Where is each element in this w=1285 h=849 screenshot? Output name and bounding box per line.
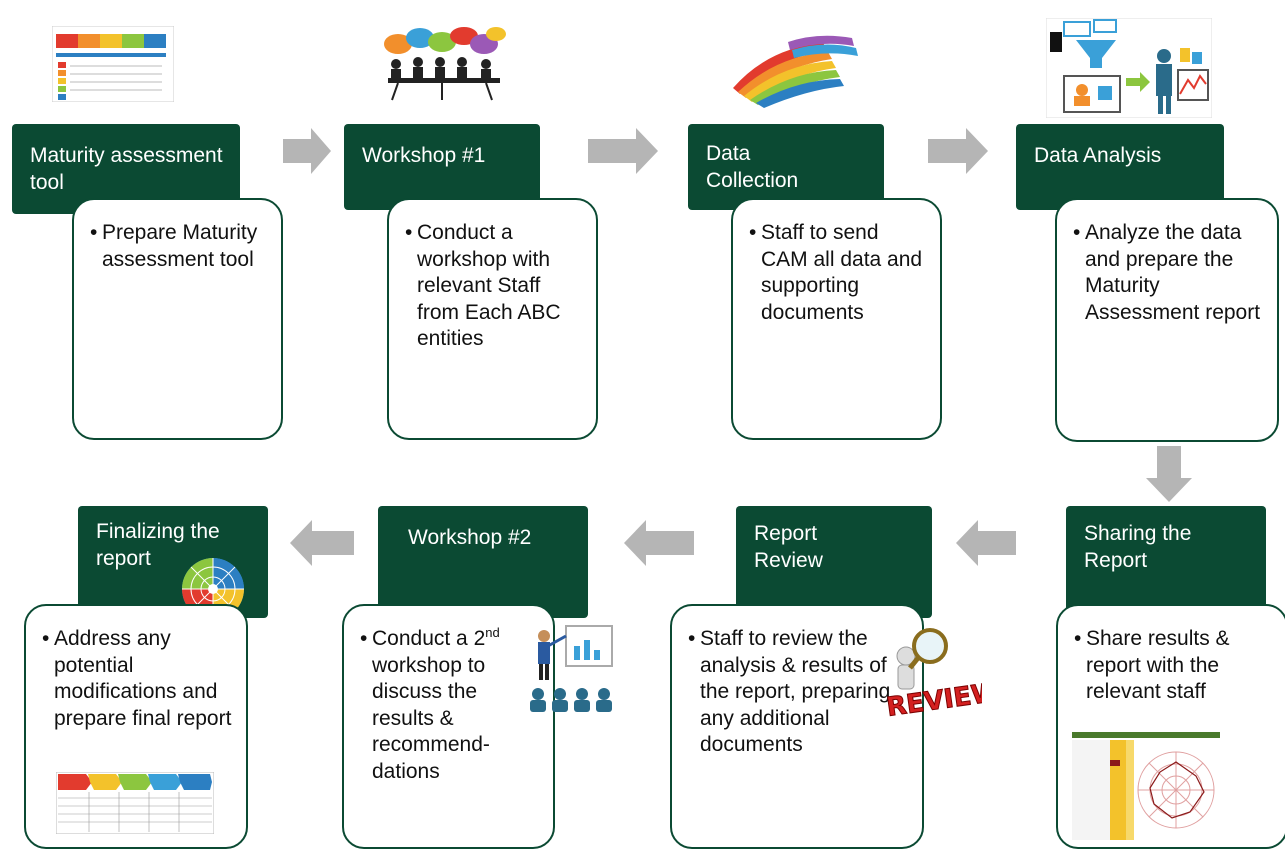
flow-arrow-left (290, 520, 354, 571)
step-bullet: Staff to send CAM all data and supportin… (761, 221, 923, 324)
step-header-report-review: Report Review (736, 506, 932, 618)
step-header-workshop2: Workshop #2 (378, 506, 588, 618)
maturity-levels-table-thumbnail (55, 771, 215, 835)
presentation-icon (526, 622, 620, 724)
step-title: Workshop #2 (408, 526, 532, 549)
step-bullet: Share results & report with the relevant… (1086, 627, 1230, 703)
data-analysis-icon (1045, 17, 1213, 119)
step-card-workshop2: •Conduct a 2nd workshop to discuss the r… (342, 604, 555, 849)
step-title: Sharing the Report (1084, 522, 1192, 572)
step-bullet: Conduct a workshop with relevant Staff f… (417, 221, 561, 350)
flow-arrow-left (956, 520, 1016, 571)
step-title: Finalizing the report (96, 520, 220, 570)
step-bullet: Staff to review the analysis & results o… (700, 627, 891, 756)
step-header-data-analysis: Data Analysis (1016, 124, 1224, 210)
flow-arrow-right (928, 128, 988, 179)
step-bullet: Conduct a 2nd workshop to discuss the re… (372, 625, 500, 783)
flow-arrow-left (624, 520, 694, 571)
step-card-report-review: •Staff to review the analysis & results … (670, 604, 924, 849)
step-header-workshop1: Workshop #1 (344, 124, 540, 210)
flow-arrow-right (588, 128, 658, 179)
step-card-data-collection: •Staff to send CAM all data and supporti… (731, 198, 942, 440)
step-title: Report Review (754, 522, 823, 572)
step-title: Workshop #1 (362, 144, 486, 167)
meeting-icon (378, 26, 510, 102)
step-card-maturity: •Prepare Maturity assessment tool (72, 198, 283, 440)
step-header-sharing: Sharing the Report (1066, 506, 1266, 618)
flow-arrow-right (283, 128, 331, 179)
step-title: Data Collection (706, 142, 799, 192)
step-title: Maturity assessment tool (30, 144, 223, 194)
maturity-tool-thumbnail (51, 25, 175, 103)
step-header-data-collection: Data Collection (688, 124, 884, 210)
step-card-workshop1: •Conduct a workshop with relevant Staff … (387, 198, 598, 440)
step-bullet: Analyze the data and prepare the Maturit… (1085, 221, 1261, 324)
folders-icon (728, 28, 868, 108)
step-bullet: Prepare Maturity assessment tool (102, 221, 258, 271)
step-bullet: Address any potential modifications and … (54, 627, 232, 730)
step-card-data-analysis: •Analyze the data and prepare the Maturi… (1055, 198, 1279, 442)
step-title: Data Analysis (1034, 144, 1162, 167)
review-magnifier-icon: REVIEW (878, 622, 1002, 723)
report-spider-chart-thumbnail (1072, 732, 1220, 842)
flow-arrow-down (1146, 446, 1192, 507)
